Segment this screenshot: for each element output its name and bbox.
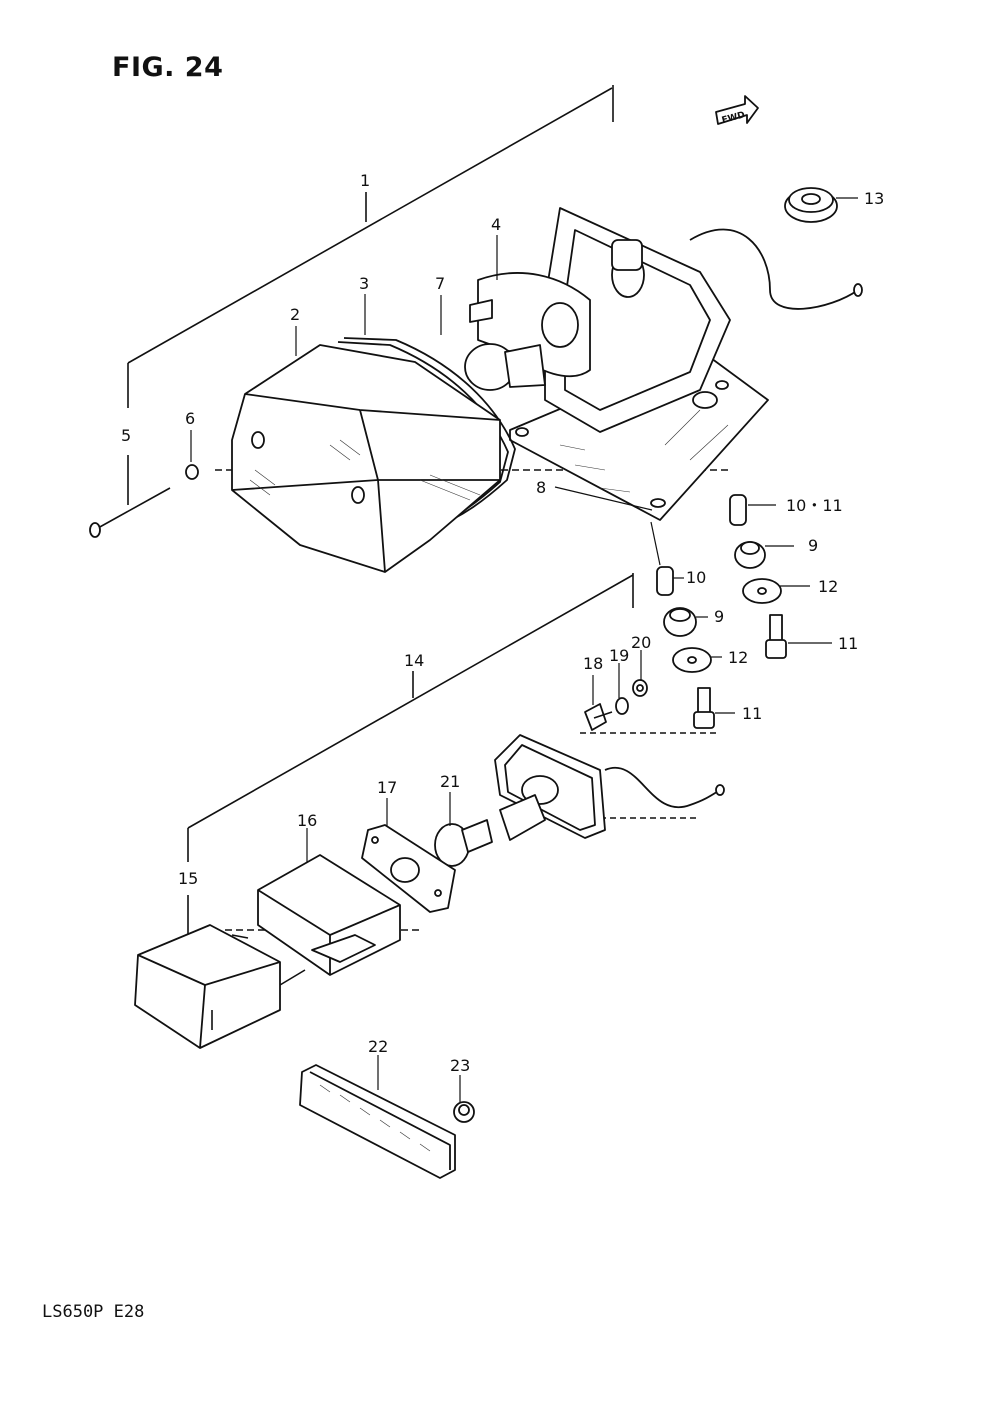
nut-part-23 bbox=[453, 1101, 475, 1123]
callout-16: 16 bbox=[297, 811, 317, 830]
tail-lens-part-2 bbox=[231, 344, 501, 573]
bulb-part-7 bbox=[464, 343, 546, 391]
grommet-part-9-upper bbox=[734, 541, 766, 569]
callout-12-lower: 12 bbox=[728, 648, 748, 667]
callout-3: 3 bbox=[359, 274, 369, 293]
bulb-part-21 bbox=[434, 819, 493, 867]
callout-4: 4 bbox=[491, 215, 501, 234]
callout-1: 1 bbox=[360, 171, 370, 190]
screw-part-18 bbox=[584, 703, 613, 731]
outer-lens-part-15 bbox=[134, 924, 306, 1049]
callout-7: 7 bbox=[435, 274, 445, 293]
callout-6: 6 bbox=[185, 409, 195, 428]
callout-20: 20 bbox=[631, 633, 651, 652]
license-lamp-housing bbox=[494, 734, 725, 841]
callout-13: 13 bbox=[864, 189, 884, 208]
bolt-part-11-lower bbox=[693, 687, 715, 729]
nut-part-6 bbox=[185, 464, 199, 480]
nut-part-20 bbox=[632, 679, 648, 697]
callout-18: 18 bbox=[583, 654, 603, 673]
callout-14: 14 bbox=[404, 651, 424, 670]
collar-part-10-11 bbox=[729, 494, 747, 526]
washer-part-12-upper bbox=[742, 578, 782, 604]
callout-11-upper: 11 bbox=[838, 634, 858, 653]
callout-9-lower: 9 bbox=[714, 607, 724, 626]
callout-15: 15 bbox=[178, 869, 198, 888]
fwd-arrow-icon: FWD bbox=[715, 95, 759, 126]
callout-9-upper: 9 bbox=[808, 536, 818, 555]
assembly-bracket-14 bbox=[187, 573, 720, 940]
callout-23: 23 bbox=[450, 1056, 470, 1075]
callout-labels: 1 2 3 4 5 6 7 8 9 9 10 10・11 11 11 12 12… bbox=[121, 171, 884, 1075]
inner-lens-part-16 bbox=[257, 854, 401, 976]
callout-12-upper: 12 bbox=[818, 577, 838, 596]
bolt-part-11-upper bbox=[765, 614, 787, 659]
washer-part-12-lower bbox=[672, 647, 712, 673]
callout-19: 19 bbox=[609, 646, 629, 665]
screw-part-5 bbox=[89, 487, 171, 538]
callout-5: 5 bbox=[121, 426, 131, 445]
callout-10: 10 bbox=[686, 568, 706, 587]
callout-17: 17 bbox=[377, 778, 397, 797]
callout-22: 22 bbox=[368, 1037, 388, 1056]
washer-part-19 bbox=[615, 697, 629, 715]
lamp-housing-part-8 bbox=[509, 207, 863, 521]
figure-title: FIG. 24 bbox=[112, 52, 224, 83]
callout-21: 21 bbox=[440, 772, 460, 791]
model-code: LS650P E28 bbox=[42, 1302, 145, 1322]
callout-8: 8 bbox=[536, 478, 546, 497]
leader-lines bbox=[190, 197, 858, 1102]
callout-11-lower: 11 bbox=[742, 704, 762, 723]
collar-part-10 bbox=[656, 566, 674, 596]
gasket-plate-part-17 bbox=[361, 824, 456, 913]
callout-10-11: 10・11 bbox=[786, 496, 843, 515]
grommet-part-9-lower bbox=[663, 607, 697, 637]
callout-2: 2 bbox=[290, 305, 300, 324]
grommet-part-13 bbox=[784, 187, 838, 223]
reflector-part-22 bbox=[299, 1064, 456, 1179]
